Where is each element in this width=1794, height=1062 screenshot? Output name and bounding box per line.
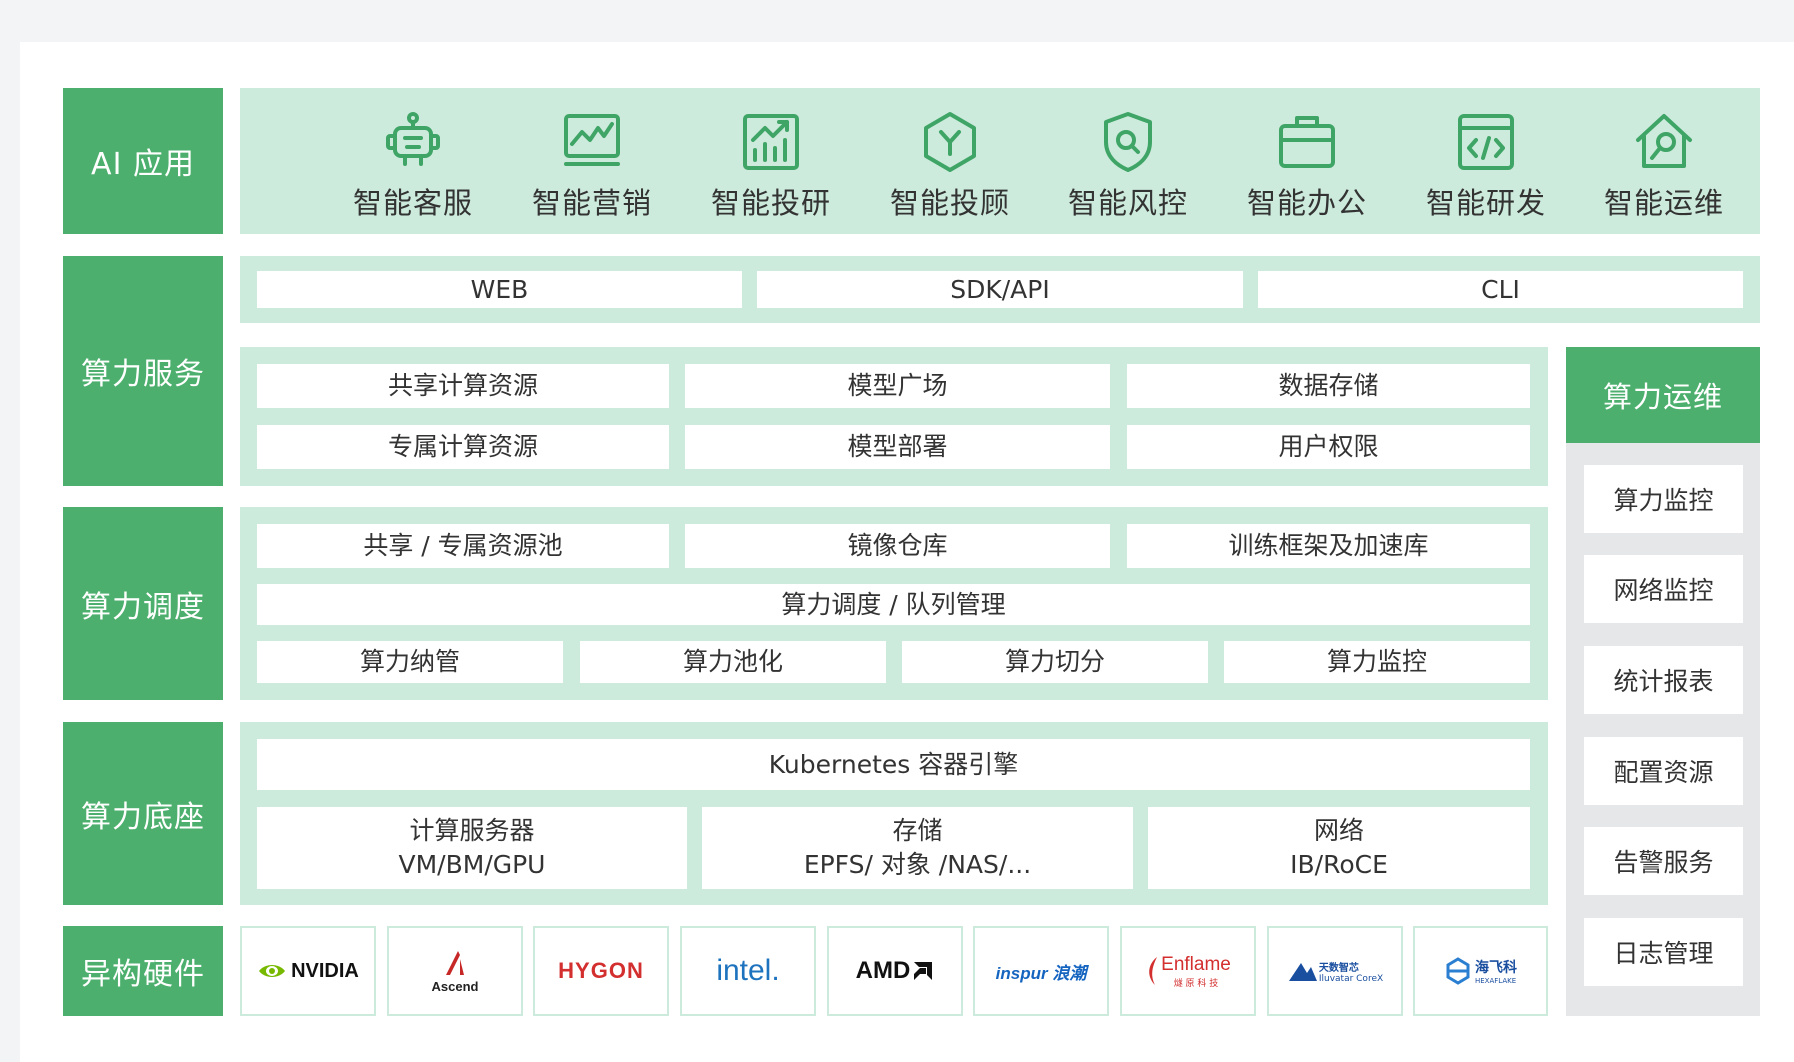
logo-enflame: Enflame 燧 原 科 技 (1120, 926, 1256, 1016)
schedule-cell[interactable]: 算力切分 (902, 641, 1208, 683)
service-cell[interactable]: 共享计算资源 (257, 364, 669, 408)
access-cli[interactable]: CLI (1258, 271, 1743, 308)
hardware-logos: NVIDIA Ascend HYGON intel. AMD inspur 浪潮 (240, 926, 1548, 1016)
base-sub: IB/RoCE (1290, 850, 1388, 879)
ops-item[interactable]: 告警服务 (1584, 827, 1743, 895)
architecture-diagram: AI 应用 算力服务 算力调度 算力底座 异构硬件 智能客服 智能营销 (20, 42, 1794, 1062)
bar-chart-up-icon (743, 114, 799, 170)
logo-subtext: Iluvatar CoreX (1318, 973, 1384, 984)
ai-app-label: 智能营销 (531, 186, 652, 220)
ai-app-label: 智能客服 (352, 186, 473, 220)
schedule-cell[interactable]: 算力池化 (580, 641, 886, 683)
logo-iluvatar: 天数智芯 Iluvatar CoreX (1267, 926, 1403, 1016)
row-label-schedule: 算力调度 (63, 507, 223, 700)
base-title: 存储 (892, 816, 943, 845)
ascend-mark-icon (446, 950, 464, 975)
logo-text: NVIDIA (291, 959, 359, 982)
ai-app-label: 智能投顾 (889, 186, 1010, 220)
shield-search-icon (1104, 112, 1152, 172)
ai-app-label: 智能研发 (1425, 186, 1546, 220)
iluvatar-mountain-icon (1288, 963, 1317, 981)
base-storage[interactable]: 存储 EPFS/ 对象 /NAS/... (702, 807, 1133, 889)
logo-text: AMD (855, 957, 911, 984)
service-cell[interactable]: 专属计算资源 (257, 425, 669, 469)
row-label-hardware: 异构硬件 (63, 926, 223, 1016)
base-sub: EPFS/ 对象 /NAS/... (803, 850, 1032, 879)
schedule-cell[interactable]: 算力纳管 (257, 641, 563, 683)
logo-intel: intel. (680, 926, 816, 1016)
logo-amd: AMD (827, 926, 963, 1016)
logo-text: inspur 浪潮 (995, 963, 1087, 983)
schedule-cell[interactable]: 训练框架及加速库 (1127, 524, 1530, 568)
logo-text: 海飞科 (1475, 960, 1517, 976)
robot-icon (386, 112, 440, 166)
logo-text: 天数智芯 (1318, 962, 1359, 974)
ai-app-customer-service[interactable]: 智能客服 (333, 88, 493, 234)
ai-app-label: 智能风控 (1067, 186, 1188, 220)
logo-hexaflake: 海飞科 HEXAFLAKE (1413, 926, 1548, 1016)
enflame-flame-icon (1149, 957, 1158, 985)
ai-app-dev[interactable]: 智能研发 (1406, 88, 1566, 234)
access-web[interactable]: WEB (257, 271, 742, 308)
trend-chart-icon (564, 114, 620, 166)
briefcase-icon (1279, 116, 1335, 168)
service-cell[interactable]: 用户权限 (1127, 425, 1530, 469)
base-sub: VM/BM/GPU (398, 850, 546, 879)
amd-arrow-icon (914, 962, 933, 980)
ops-item[interactable]: 网络监控 (1584, 555, 1743, 623)
ai-app-research[interactable]: 智能投研 (691, 88, 851, 234)
logo-text: intel. (716, 954, 780, 987)
base-title: 网络 (1313, 816, 1364, 845)
ai-apps-panel: 智能客服 智能营销 智能投研 智能投顾 (240, 88, 1760, 234)
ai-app-label: 智能办公 (1246, 186, 1367, 220)
schedule-queue[interactable]: 算力调度 / 队列管理 (257, 584, 1530, 625)
base-network[interactable]: 网络 IB/RoCE (1148, 807, 1530, 889)
nvidia-eye-icon (259, 965, 286, 977)
hexaflake-icon (1446, 957, 1470, 985)
ops-item[interactable]: 算力监控 (1584, 465, 1743, 533)
ai-app-advisor[interactable]: 智能投顾 (870, 88, 1030, 234)
service-cell[interactable]: 模型广场 (685, 364, 1110, 408)
logo-inspur: inspur 浪潮 (973, 926, 1109, 1016)
ops-item[interactable]: 配置资源 (1584, 737, 1743, 805)
ops-title: 算力运维 (1566, 347, 1760, 443)
logo-text: HYGON (558, 958, 644, 983)
ai-app-risk[interactable]: 智能风控 (1048, 88, 1208, 234)
ai-app-label: 智能运维 (1603, 186, 1724, 220)
service-cell[interactable]: 数据存储 (1127, 364, 1530, 408)
ops-panel: 算力监控 网络监控 统计报表 配置资源 告警服务 日志管理 (1566, 443, 1760, 1016)
ops-item[interactable]: 统计报表 (1584, 646, 1743, 714)
logo-text: Enflame (1161, 953, 1231, 975)
access-sdk-api[interactable]: SDK/API (757, 271, 1243, 308)
ai-app-marketing[interactable]: 智能营销 (512, 88, 672, 234)
ai-app-office[interactable]: 智能办公 (1227, 88, 1387, 234)
logo-hygon: HYGON (533, 926, 669, 1016)
row-label-service: 算力服务 (63, 256, 223, 486)
schedule-cell[interactable]: 共享 / 专属资源池 (257, 524, 669, 568)
row-label-base: 算力底座 (63, 722, 223, 905)
base-title: 计算服务器 (409, 816, 535, 845)
logo-subtext: HEXAFLAKE (1475, 977, 1517, 985)
schedule-cell[interactable]: 镜像仓库 (685, 524, 1110, 568)
logo-subtext: 燧 原 科 技 (1173, 978, 1219, 989)
service-cell[interactable]: 模型部署 (685, 425, 1110, 469)
ai-app-label: 智能投研 (710, 186, 831, 220)
code-window-icon (1458, 114, 1514, 170)
logo-nvidia: NVIDIA (240, 926, 376, 1016)
base-engine[interactable]: Kubernetes 容器引擎 (257, 739, 1530, 790)
logo-text: Ascend (431, 978, 479, 994)
base-compute[interactable]: 计算服务器 VM/BM/GPU (257, 807, 687, 889)
row-label-ai: AI 应用 (63, 88, 223, 234)
logo-ascend: Ascend (387, 926, 523, 1016)
ai-app-ops[interactable]: 智能运维 (1584, 88, 1744, 234)
schedule-cell[interactable]: 算力监控 (1224, 641, 1530, 683)
hexagon-y-icon (924, 112, 976, 172)
wrench-house-icon (1636, 114, 1692, 168)
ops-item[interactable]: 日志管理 (1584, 918, 1743, 986)
